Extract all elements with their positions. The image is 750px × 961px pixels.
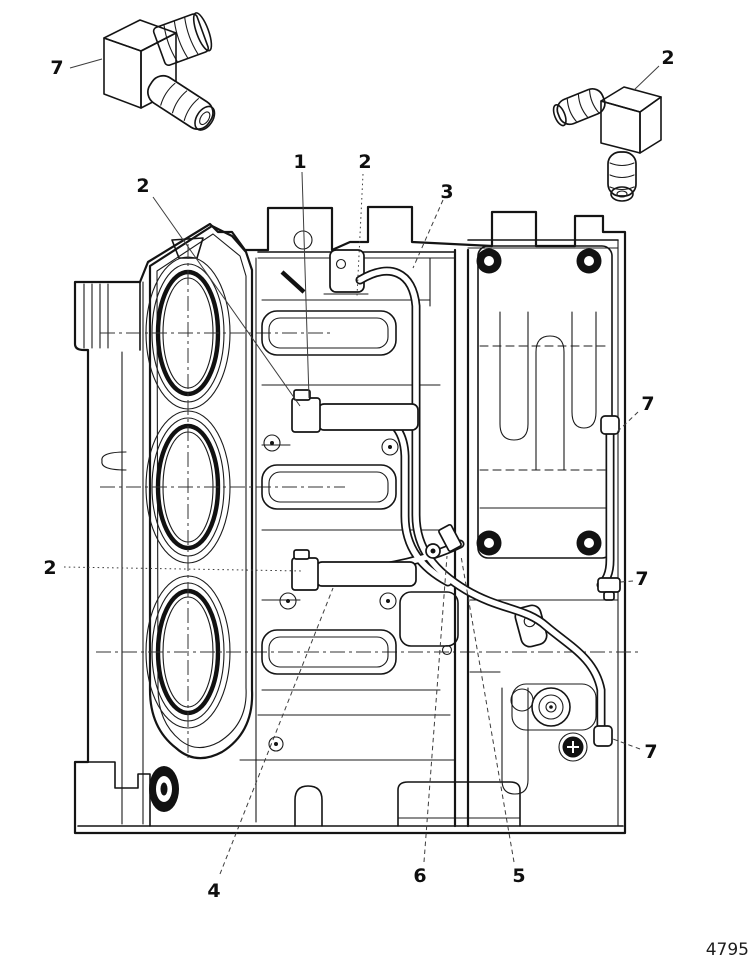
hose-junction [425, 523, 462, 559]
right-middle-fitting [597, 577, 621, 593]
callout-mid-left-2: 2 [43, 557, 56, 579]
leader-1 [301, 171, 310, 399]
leader-lines [63, 58, 660, 875]
callout-right-lower-7: 7 [644, 741, 657, 763]
leader-top-2 [356, 173, 364, 297]
right-lower-fitting [593, 725, 613, 747]
leader-3 [412, 199, 444, 269]
check-valve-upper [291, 397, 321, 433]
callout-3: 3 [440, 181, 453, 203]
flange-hatch [83, 281, 141, 351]
leader-mid-left-2 [63, 566, 304, 572]
leader-5 [460, 555, 515, 863]
callout-labels: 7 2 2 1 2 3 2 7 7 7 4 6 5 [43, 47, 674, 902]
bolt-circles [263, 434, 453, 752]
callout-1: 1 [293, 151, 306, 173]
block-outline [73, 205, 627, 835]
callout-right-upper-7: 7 [641, 393, 654, 415]
leader-right-upper-7 [616, 411, 639, 433]
detail-fitting-7 [103, 12, 216, 131]
leader-detail-7 [69, 58, 103, 69]
callout-detail-7: 7 [50, 57, 63, 79]
callout-right-mid-7: 7 [635, 568, 648, 590]
figure-number: 4795 [706, 940, 749, 960]
crankcase-middle-section [149, 230, 521, 827]
leader-4 [219, 587, 334, 875]
leader-detail-2 [633, 65, 660, 91]
oil-seal [149, 766, 179, 812]
check-valve-lower [291, 557, 319, 591]
detail-fitting-2 [552, 86, 662, 202]
right-hose-fittings [593, 415, 621, 747]
hose-junction-strap [438, 523, 462, 553]
circular-boss [510, 687, 571, 727]
callout-4: 4 [207, 880, 220, 902]
leader-upper-left-2 [152, 196, 301, 407]
callout-detail-2: 2 [661, 47, 674, 69]
right-upper-fitting [600, 415, 620, 435]
cover-bolt-grommets [476, 248, 602, 556]
callout-upper-left-2: 2 [136, 175, 149, 197]
leader-6 [423, 555, 448, 863]
lower-right-bolt [558, 732, 588, 762]
callout-5: 5 [512, 865, 525, 887]
leader-right-middle-7 [619, 580, 634, 583]
cylinder-bore-face [96, 224, 640, 760]
callout-top-2: 2 [358, 151, 371, 173]
check-valve-fittings [291, 389, 419, 591]
callout-6: 6 [413, 865, 426, 887]
